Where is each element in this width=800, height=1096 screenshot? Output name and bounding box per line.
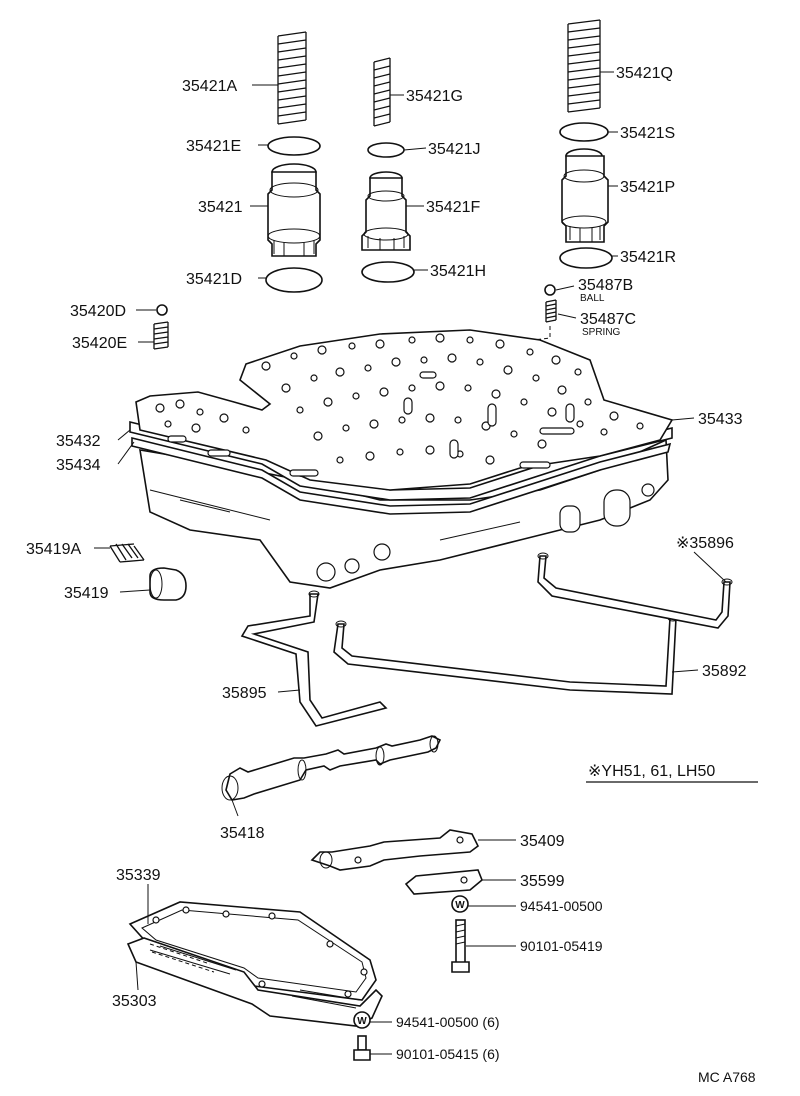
label-35487b: 35487B: [578, 277, 633, 294]
label-94541-00500-6: 94541-00500 (6): [396, 1014, 500, 1030]
piston-35421p: [561, 148, 609, 243]
label-35339: 35339: [116, 867, 161, 884]
spring-35421a: [277, 31, 307, 125]
leader-lines: [94, 71, 727, 1055]
label-35421d: 35421D: [186, 271, 242, 288]
oil-strainer-35303: [126, 937, 383, 1027]
label-35420d: 35420D: [70, 303, 126, 320]
label-35421q: 35421Q: [616, 65, 673, 82]
label-35419a: 35419A: [26, 541, 81, 558]
seal-ring-35421e: [267, 136, 321, 156]
seal-ring-35421j: [367, 142, 405, 158]
seal-ring-35421s: [559, 122, 609, 142]
label-35420e: 35420E: [72, 335, 127, 352]
applicability-note: ※YH51, 61, LH50: [588, 763, 715, 780]
label-35599: 35599: [520, 873, 565, 890]
illustration-code: MC A768: [698, 1069, 756, 1085]
label-35421j: 35421J: [428, 141, 481, 158]
label-35433: 35433: [698, 411, 743, 428]
upper-plate-35433: [135, 329, 674, 491]
label-35896: ※35896: [676, 535, 734, 552]
ball-35420d: [156, 304, 168, 316]
label-35419: 35419: [64, 585, 109, 602]
label-35434: 35434: [56, 457, 101, 474]
svg-text:W: W: [455, 900, 465, 911]
plate-35599: [404, 869, 483, 895]
oil-tube-35892: [333, 614, 679, 695]
ball-35487b: [544, 284, 556, 296]
label-35303: 35303: [112, 993, 157, 1010]
label-35421s: 35421S: [620, 125, 675, 142]
gasket-35339: [128, 901, 377, 1001]
label-35418: 35418: [220, 825, 265, 842]
label-94541-00500: 94541-00500: [520, 898, 603, 914]
svg-text:W: W: [357, 1016, 367, 1027]
spring-35419a: [109, 543, 145, 563]
label-35421r: 35421R: [620, 249, 676, 266]
piston-35421: [267, 163, 321, 257]
label-spring: SPRING: [582, 327, 621, 338]
label-35421h: 35421H: [430, 263, 486, 280]
label-35421f: 35421F: [426, 199, 480, 216]
spring-35420e: [153, 321, 169, 350]
oil-tube-35895: [240, 590, 388, 727]
label-35421: 35421: [198, 199, 243, 216]
bolt-90101-05415-6: [353, 1035, 371, 1061]
label-35892: 35892: [702, 663, 747, 680]
label-35421e: 35421E: [186, 138, 241, 155]
detent-spring-35409: [310, 829, 480, 871]
bolt-90101-05419: [451, 919, 470, 973]
seal-ring-35421h: [361, 261, 415, 283]
label-90101-05415-6: 90101-05415 (6): [396, 1046, 500, 1062]
part-labels: 35421A 35421G 35421Q 35421E 35421J 35421…: [26, 65, 756, 1085]
label-35421g: 35421G: [406, 88, 463, 105]
label-35487c: 35487C: [580, 311, 636, 328]
label-35421a: 35421A: [182, 78, 237, 95]
piston-35421f: [361, 171, 411, 251]
manual-valve-35418: [221, 735, 442, 801]
label-ball: BALL: [580, 293, 605, 304]
seal-ring-35421r: [559, 247, 613, 269]
separator-gasket-35434: [131, 436, 672, 515]
spring-35421g: [373, 57, 391, 127]
washer-94541-00500: W: [451, 895, 469, 913]
plug-35419: [149, 567, 187, 601]
label-35895: 35895: [222, 685, 267, 702]
washer-94541-00500-6: W: [353, 1011, 371, 1029]
spring-35487c: [545, 299, 557, 323]
label-35409: 35409: [520, 833, 565, 850]
seal-ring-35421d: [265, 267, 323, 293]
label-90101-05419: 90101-05419: [520, 938, 603, 954]
label-35432: 35432: [56, 433, 101, 450]
spring-35421q: [567, 19, 601, 113]
oil-tube-35896: [537, 552, 733, 629]
label-35421p: 35421P: [620, 179, 675, 196]
